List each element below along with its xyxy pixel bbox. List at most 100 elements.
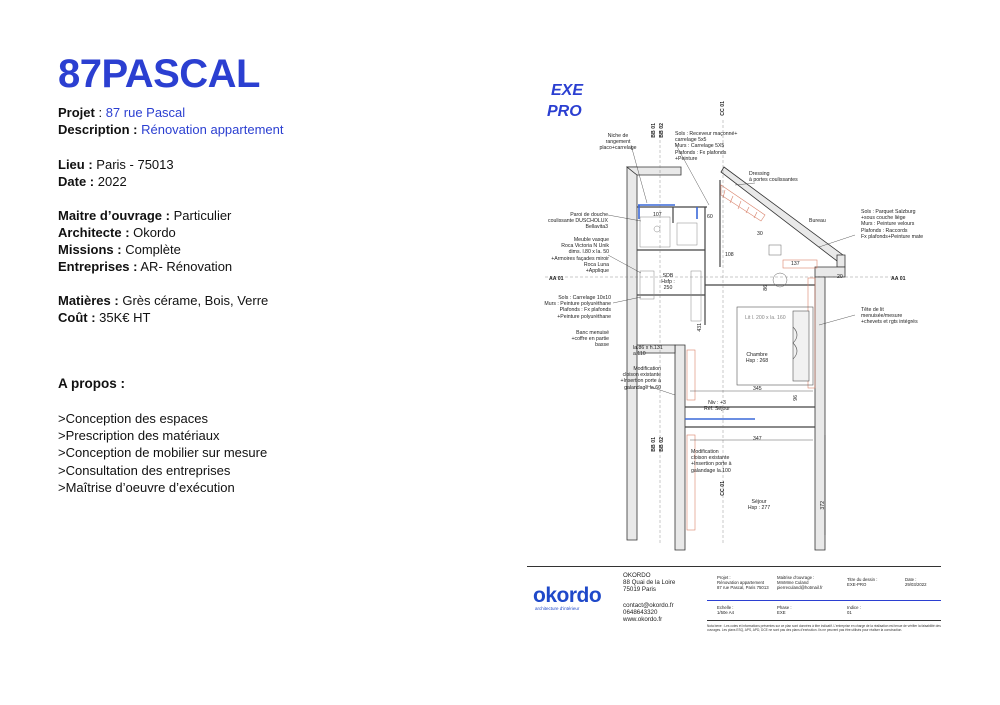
dimension-lines	[690, 390, 826, 535]
architecte-key: Architecte :	[58, 225, 130, 240]
section-cc01-bottom: CC 01	[720, 481, 726, 496]
partitions	[637, 180, 815, 428]
dim-86: 86	[763, 285, 769, 291]
section-bb01-top: BB 01	[651, 123, 657, 138]
description-key: Description :	[58, 122, 138, 137]
note-modif1: Modification cloison existante +Insertio…	[620, 366, 661, 391]
note-sols-parquet: Sols : Parquet Salzburg +sous couche liè…	[861, 209, 924, 240]
bed	[736, 306, 814, 386]
apropos-item: >Conception des espaces	[58, 411, 208, 426]
walls	[625, 166, 846, 551]
note-banc: Banc menuisé +coffre en partie basse	[571, 330, 609, 349]
dim-30: 30	[757, 231, 763, 237]
missions-key: Missions :	[58, 242, 122, 257]
entreprises-key: Entreprises :	[58, 259, 138, 274]
note-paroi: Paroi de douche coulissante DUSCHOLUX Be…	[548, 212, 608, 231]
logo-subtitle: architecture d'intérieur	[535, 606, 580, 611]
company-contact: contact@okordo.fr 0648643320 www.okordo.…	[623, 602, 674, 623]
dim-137: 137	[791, 261, 800, 267]
pro-label: PRO	[547, 103, 582, 120]
info-projet: Projet : 87 rue Pascal	[58, 105, 186, 120]
maitre-key: Maitre d’ouvrage :	[58, 208, 170, 223]
tb-date: Date : 29/03/2022	[905, 577, 927, 587]
title-block-top-rule	[527, 566, 941, 567]
bathroom-fixtures	[639, 216, 702, 322]
dim-20: 20	[837, 274, 843, 280]
tb-disclaimer: Nota bene : Les cotes et informations pr…	[707, 624, 941, 632]
date-key: Date :	[58, 174, 95, 189]
section-lines	[545, 120, 895, 545]
room-sejour: Séjour Hsp : 277	[747, 499, 771, 512]
phase-stamp: EXE PRO	[547, 80, 583, 122]
dim-347: 347	[753, 436, 762, 442]
section-bb02-bottom: BB 02	[659, 437, 665, 452]
apropos-item: >Consultation des entreprises	[58, 462, 231, 478]
note-tete-lit: Tête de lit menuisée/mesure +chevets et …	[861, 307, 918, 326]
apropos-title: A propos :	[58, 376, 125, 391]
note-dressing: Dressing à portes coulissantes	[749, 171, 798, 184]
leader-lines	[607, 142, 856, 396]
info-date: Date : 2022	[58, 173, 127, 190]
info-maitre: Maitre d’ouvrage : Particulier	[58, 207, 231, 224]
section-aa01-left: AA 01	[549, 276, 564, 282]
apropos-item: >Maîtrise d’oeuvre d’exécution	[58, 479, 235, 495]
company-address: OKORDO 88 Quai de la Loire 75019 Paris	[623, 572, 676, 593]
note-bureau: Bureau	[809, 218, 826, 224]
dim-108: 108	[725, 252, 734, 258]
note-meuble: Meuble vasque Roca Victoria N Unik dims.…	[551, 237, 609, 275]
tb-maitrise: Maitrise d'ouvrage : MmMme Culand pierre…	[777, 575, 823, 590]
tb-indice: Indice : 01	[847, 605, 861, 615]
apropos-item: >Conception de mobilier sur mesure	[58, 445, 268, 461]
info-cout: Coût : 35K€ HT	[58, 309, 150, 326]
section-aa01-right: AA 01	[891, 276, 906, 282]
info-missions: Missions : Complète	[58, 241, 181, 258]
maitre-value: Particulier	[173, 208, 232, 223]
tb-titre: Titre du dessin : EXE-PRO	[847, 577, 878, 587]
info-architecte: Architecte : Okordo	[58, 224, 176, 241]
tb-projet: Projet : Rénovation appartement 87 rue P…	[717, 575, 769, 590]
info-matieres: Matières : Grès cérame, Bois, Verre	[58, 292, 268, 309]
info-entreprises: Entreprises : AR- Rénovation	[58, 258, 232, 275]
project-title: 87PASCAL	[58, 52, 260, 96]
okordo-logo: okordo	[533, 584, 602, 607]
date-value: 2022	[97, 174, 127, 189]
level-marker: Niv : +3 Réf. Séjour	[704, 400, 730, 413]
dim-345: 345	[753, 386, 762, 392]
description-value: Rénovation appartement	[141, 122, 284, 137]
water-lines	[638, 204, 755, 420]
note-sols-carrelage: Sols : Carrelage 10x10 Murs : Peinture p…	[544, 295, 611, 320]
dressing-furniture	[686, 184, 818, 531]
section-bb02-top: BB 02	[659, 123, 665, 138]
cout-value: 35K€ HT	[99, 310, 151, 325]
floor-plan-drawing	[545, 120, 895, 551]
bed-dim: Lit l. 200 x la. 160	[745, 315, 786, 321]
architecte-value: Okordo	[133, 225, 176, 240]
dim-372: 372	[820, 501, 826, 510]
dim-107: 107	[653, 212, 662, 218]
apropos-list: >Conception des espaces >Prescription de…	[58, 410, 267, 496]
info-lieu: Lieu : Paris - 75013	[58, 156, 174, 173]
apropos-item: >Prescription des matériaux	[58, 428, 220, 444]
title-block: okordo architecture d'intérieur OKORDO 8…	[527, 566, 941, 636]
section-bb01-bottom: BB 01	[651, 437, 657, 452]
note-niche: Niche de rangement placo+carrelage	[599, 133, 637, 152]
room-sdb: SDB Hsfp : 250	[661, 273, 675, 292]
dim-60: 60	[707, 214, 713, 220]
title-block-mid-rule	[707, 600, 941, 601]
matieres-key: Matières :	[58, 293, 119, 308]
entreprises-value: AR- Rénovation	[140, 259, 233, 274]
room-chambre: Chambre Hsp : 268	[745, 352, 769, 365]
projet-value: 87 rue Pascal	[105, 105, 186, 120]
exe-label: EXE	[551, 82, 584, 99]
section-cc01-top: CC 01	[720, 101, 726, 116]
note-modif2: Modification cloison existante +Insertio…	[691, 449, 732, 474]
door-dim: la.86 x h.131 a.110	[633, 345, 663, 358]
tb-phase: Phase : EXE	[777, 605, 792, 615]
projet-key: Projet	[58, 105, 95, 120]
lieu-key: Lieu :	[58, 157, 93, 172]
matieres-value: Grès cérame, Bois, Verre	[122, 293, 269, 308]
cout-key: Coût :	[58, 310, 96, 325]
desk-items	[768, 244, 788, 288]
missions-value: Complète	[125, 242, 181, 257]
dim-96: 96	[793, 395, 799, 401]
